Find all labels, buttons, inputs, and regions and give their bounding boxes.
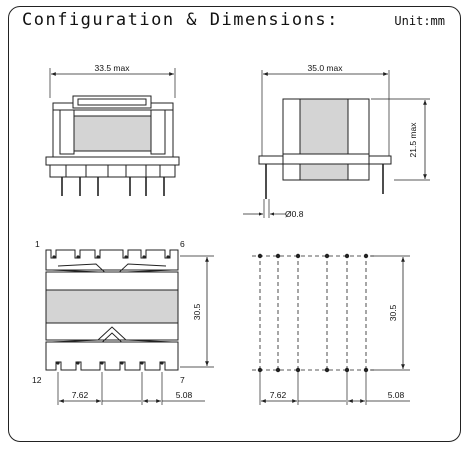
pcb-pitch-right-label: 5.08 (388, 390, 405, 400)
front-width-label: 33.5 max (95, 63, 131, 73)
side-height-label: 21.5 max (408, 122, 418, 158)
side-view (243, 70, 430, 218)
bottom-core (45, 289, 179, 324)
bottom-view (45, 249, 214, 405)
pin-12-label: 12 (32, 375, 42, 385)
drawing-frame (8, 6, 461, 442)
unit-label: Unit:mm (394, 14, 445, 28)
bottom-row-spacing-label: 30.5 (192, 303, 202, 320)
pin-1-label: 1 (35, 239, 40, 249)
side-width-label: 35.0 max (308, 63, 344, 73)
pcb-layout (252, 253, 410, 405)
pin-7-label: 7 (180, 375, 185, 385)
front-core (73, 115, 152, 152)
bottom-pitch-right-label: 5.08 (176, 390, 193, 400)
pcb-row-spacing-label: 30.5 (388, 304, 398, 321)
pcb-pitch-left-label: 7.62 (270, 390, 287, 400)
pin-diameter-label: Ø0.8 (285, 209, 304, 219)
bottom-pitch-left-label: 7.62 (72, 390, 89, 400)
side-core (299, 98, 349, 181)
page-title: Configuration & Dimensions: (22, 10, 339, 30)
front-view (45, 68, 180, 196)
pin-6-label: 6 (180, 239, 185, 249)
